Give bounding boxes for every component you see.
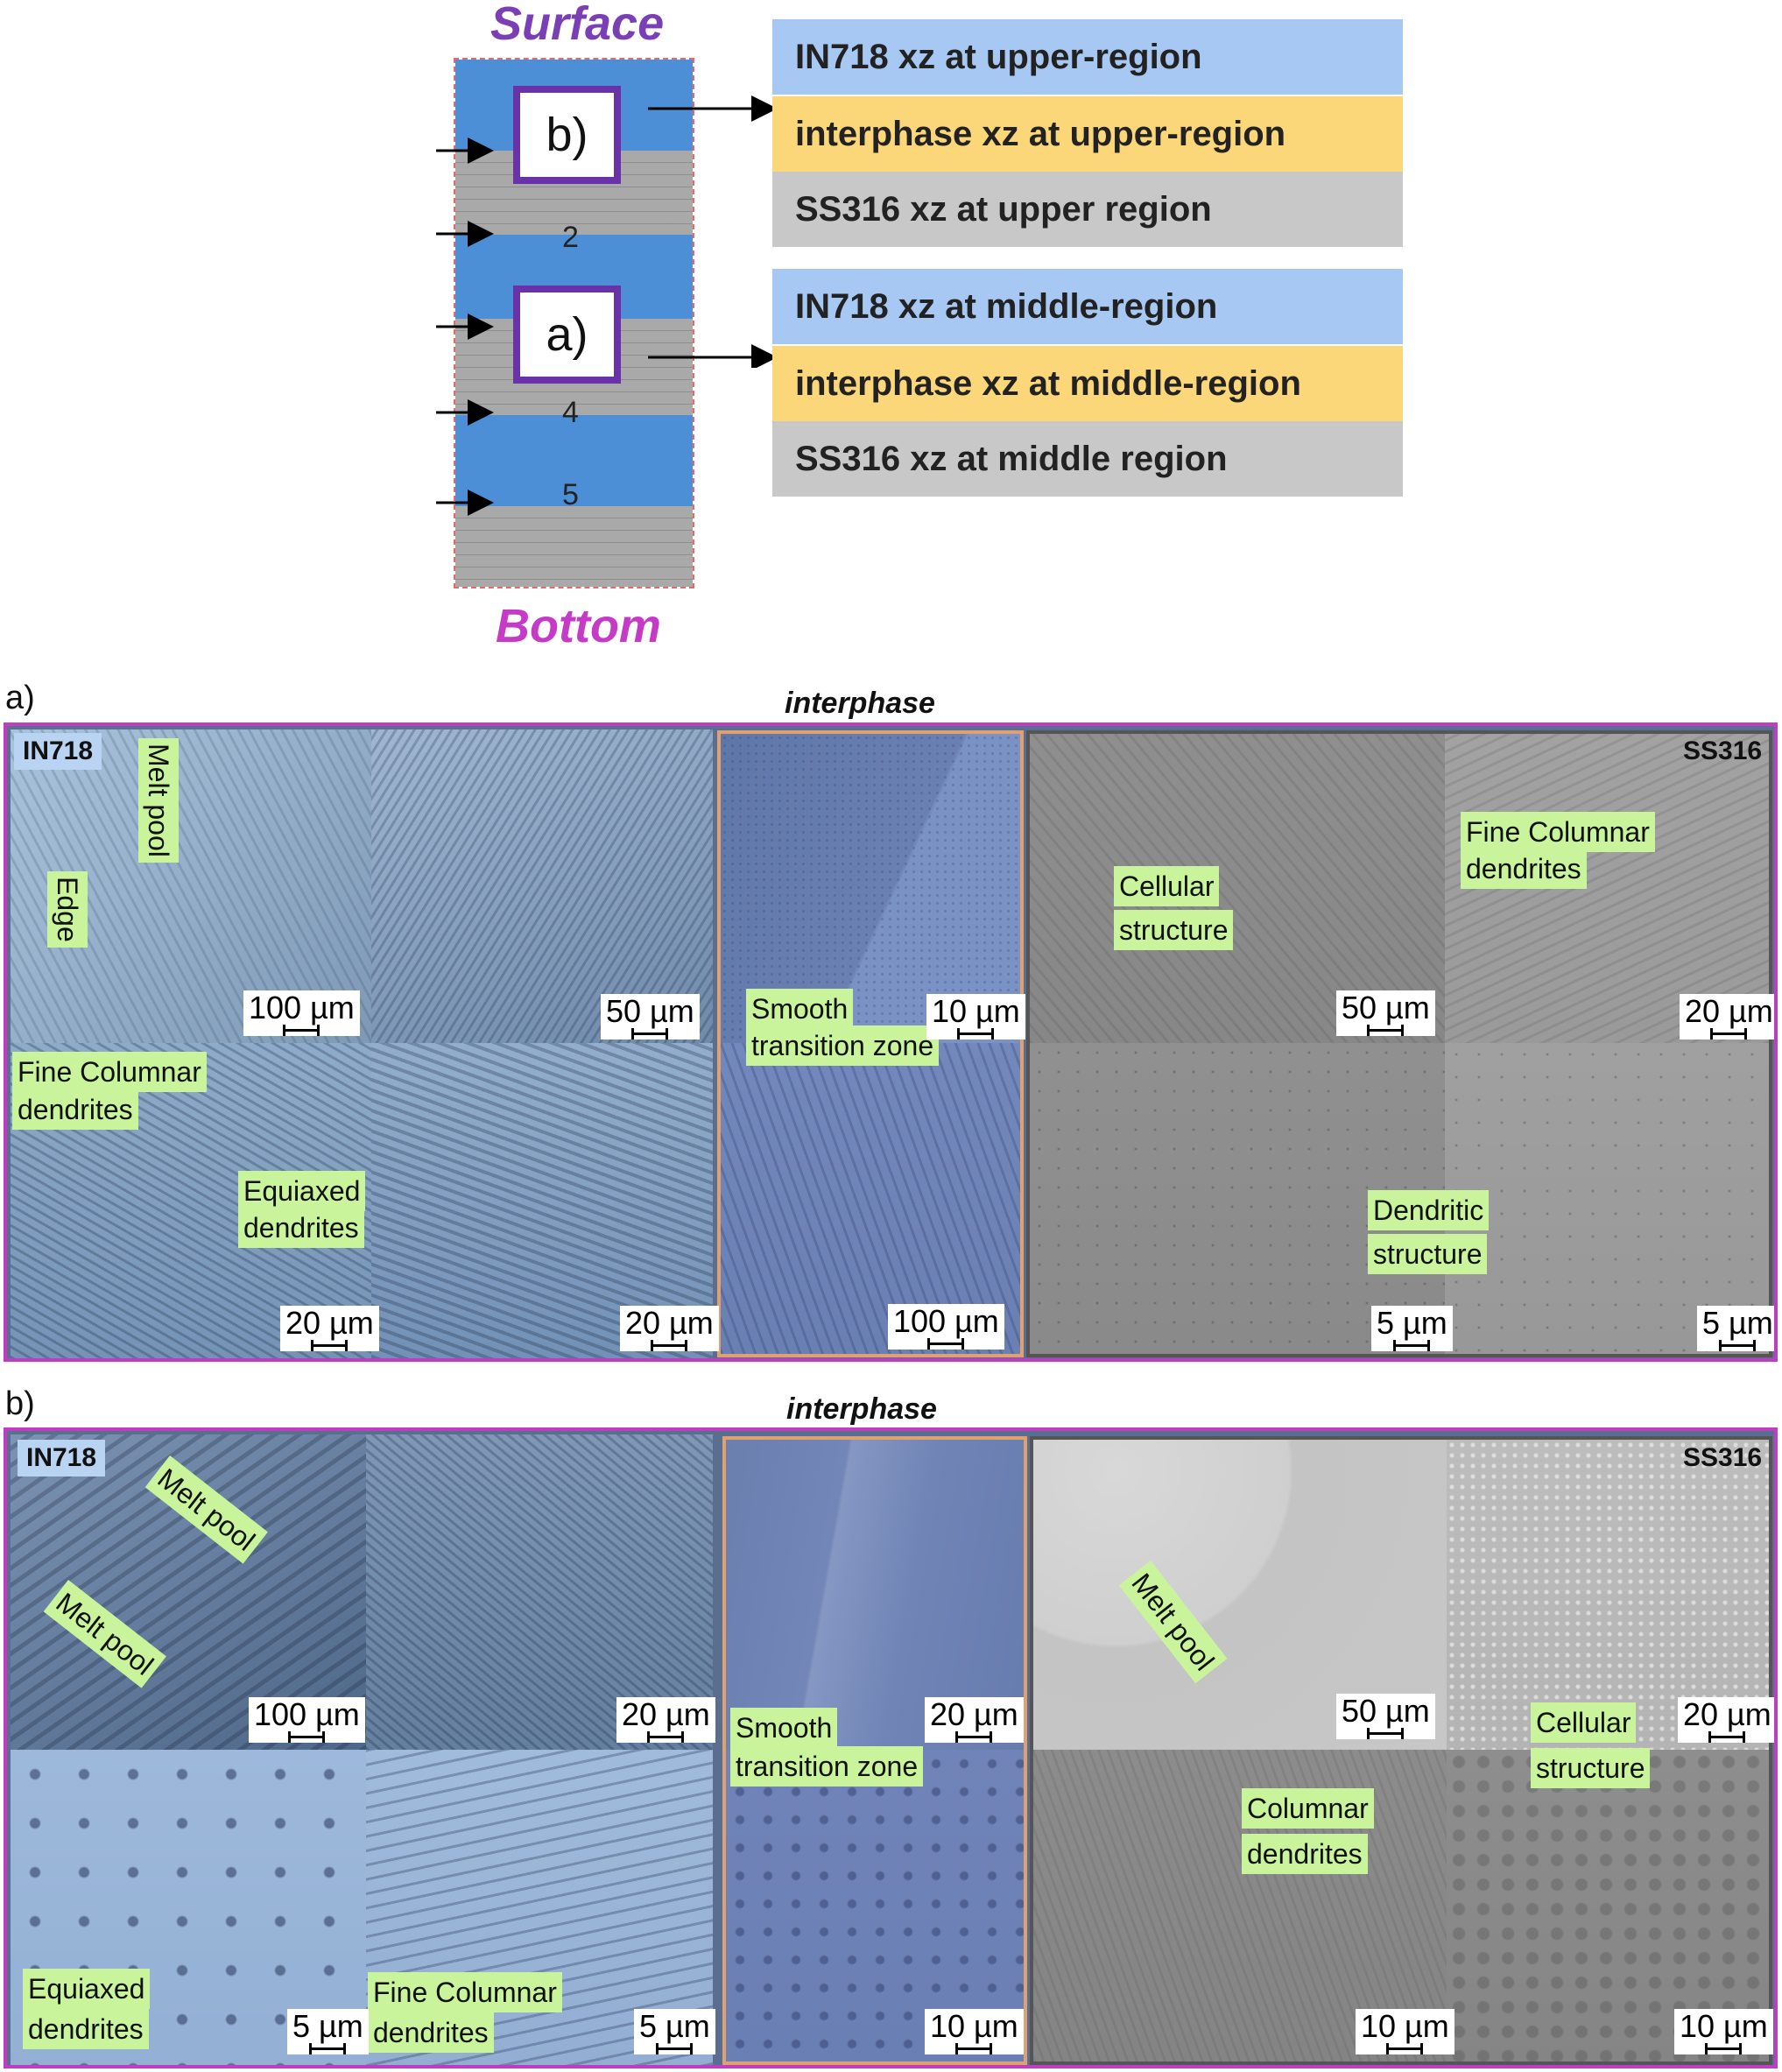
annotation-smooth-1: Smooth (746, 989, 854, 1030)
scale-bar: 5 µm (287, 2009, 369, 2054)
scale-bar-label: 10 µm (930, 2008, 1018, 2044)
annotation-fine-columnar-1: Fine Columnar (12, 1052, 207, 1093)
annotation-cellular-2: structure (1114, 910, 1234, 951)
layer-number-5: 5 (562, 478, 579, 511)
in718-region-label: IN718 (14, 733, 102, 770)
scale-bar: 5 µm (1697, 1305, 1774, 1351)
scale-bar-label: 20 µm (622, 1696, 710, 1732)
panel-b-title: interphase (786, 1392, 937, 1426)
scale-bar: 5 µm (634, 2009, 715, 2054)
scale-bar-label: 10 µm (932, 993, 1020, 1029)
annotation-ss-fine-columnar-1: Fine Columnar (1461, 812, 1655, 853)
annotation-equiaxed-2: dendrites (238, 1208, 364, 1249)
scale-bar-label: 50 µm (1342, 1693, 1430, 1729)
micrograph-ss316-a4 (1445, 1043, 1769, 1354)
legend-middle-in718: IN718 xz at middle-region (772, 269, 1403, 344)
scale-bar-label: 50 µm (1342, 990, 1430, 1025)
scale-bar: 100 µm (888, 1304, 1004, 1350)
scale-bar-label: 20 µm (1683, 1696, 1771, 1732)
scale-bar-label: 5 µm (292, 2008, 363, 2044)
scale-bar: 10 µm (926, 994, 1025, 1040)
scale-bar: 10 µm (925, 2009, 1024, 2054)
scale-bar-label: 20 µm (1685, 993, 1773, 1029)
scale-bar-label: 10 µm (1680, 2008, 1768, 2044)
annotation-cellular-1: Cellular (1114, 866, 1220, 907)
scale-bar-label: 10 µm (1361, 2008, 1449, 2044)
surface-label: Surface (490, 0, 665, 50)
region-box-a: a) (513, 285, 621, 384)
scale-bar: 20 µm (925, 1697, 1024, 1743)
scale-bar: 20 µm (1678, 1696, 1774, 1743)
scale-bar-label: 5 µm (639, 2008, 710, 2044)
annotation-smooth-2: transition zone (746, 1025, 940, 1067)
layer-arrows (436, 137, 494, 516)
legend-middle-interphase: interphase xz at middle-region (772, 346, 1403, 421)
scale-bar-label: 20 µm (930, 1696, 1018, 1732)
panel-a-letter: a) (5, 680, 35, 716)
layer-ss316 (455, 506, 693, 587)
scale-bar: 50 µm (601, 994, 700, 1040)
annotation-dendritic-2: structure (1368, 1234, 1488, 1275)
scale-bar: 20 µm (280, 1306, 379, 1351)
region-box-b-label: b) (546, 109, 588, 161)
scale-bar-label: 5 µm (1702, 1305, 1773, 1341)
annotation-equiaxed-1: Equiaxed (238, 1171, 366, 1212)
scale-bar: 5 µm (1371, 1306, 1453, 1351)
annotation-equiaxed-1: Equiaxed (23, 1969, 151, 2010)
scale-bar-label: 20 µm (285, 1305, 374, 1341)
annotation-ss-fine-columnar-2: dendrites (1461, 849, 1587, 890)
scale-bar: 20 µm (616, 1697, 715, 1743)
annotation-cellular-1: Cellular (1531, 1702, 1637, 1744)
scale-bar-label: 100 µm (893, 1303, 999, 1339)
annotation-dendritic-1: Dendritic (1368, 1190, 1490, 1231)
annotation-fine-columnar-1: Fine Columnar (368, 1972, 562, 2013)
ss316-region-label: SS316 (1683, 1443, 1763, 1472)
panel-b-letter: b) (5, 1385, 35, 1422)
scale-bar-label: 20 µm (625, 1305, 714, 1341)
annotation-equiaxed-2: dendrites (23, 2009, 149, 2050)
annotation-edge: Edge (46, 871, 88, 948)
annotation-cellular-2: structure (1531, 1748, 1651, 1789)
scale-bar-label: 5 µm (1377, 1305, 1447, 1341)
legend-upper-in718: IN718 xz at upper-region (772, 19, 1403, 95)
layer-in718 (455, 415, 693, 506)
scale-bar: 100 µm (243, 990, 360, 1036)
bottom-label: Bottom (496, 600, 661, 652)
scale-bar: 50 µm (1336, 1694, 1435, 1739)
scale-bar: 10 µm (1674, 2009, 1773, 2054)
panel-a: IN718 SS316 Melt pool Edge Fine Columnar… (4, 722, 1778, 1362)
legend-upper-ss316: SS316 xz at upper region (772, 172, 1403, 247)
scale-bar: 20 µm (1680, 993, 1774, 1040)
layer-number-4: 4 (562, 396, 579, 429)
annotation-smooth-1: Smooth (730, 1708, 838, 1749)
scale-bar: 100 µm (249, 1697, 365, 1743)
in718-region-label: IN718 (18, 1440, 106, 1476)
connector-arrows (648, 95, 778, 368)
micrograph-in718-a2 (371, 729, 713, 1043)
legend-upper-interphase: interphase xz at upper-region (772, 96, 1403, 172)
layer-number-2: 2 (562, 221, 579, 254)
scale-bar-label: 100 µm (254, 1696, 360, 1732)
annotation-columnar-2: dendrites (1242, 1834, 1368, 1875)
scale-bar-label: 50 µm (606, 993, 694, 1029)
scale-bar: 50 µm (1336, 990, 1435, 1036)
micrograph-interphase-a2 (721, 1043, 1020, 1354)
annotation-smooth-2: transition zone (730, 1746, 924, 1787)
scale-bar: 10 µm (1356, 2009, 1454, 2054)
annotation-melt-pool: Melt pool (137, 738, 179, 863)
annotation-fine-columnar-2: dendrites (12, 1089, 138, 1131)
legend-middle-ss316: SS316 xz at middle region (772, 421, 1403, 497)
panel-b: IN718 SS316 Melt pool Melt pool Equiaxed… (4, 1427, 1778, 2068)
scale-bar-label: 100 µm (249, 990, 355, 1025)
annotation-columnar-1: Columnar (1242, 1788, 1374, 1829)
region-box-a-label: a) (546, 308, 588, 361)
ss316-region-label: SS316 (1683, 736, 1763, 765)
panel-a-title: interphase (785, 687, 935, 720)
region-box-b: b) (513, 86, 621, 184)
scale-bar: 20 µm (620, 1306, 719, 1351)
annotation-fine-columnar-2: dendrites (368, 2012, 494, 2054)
